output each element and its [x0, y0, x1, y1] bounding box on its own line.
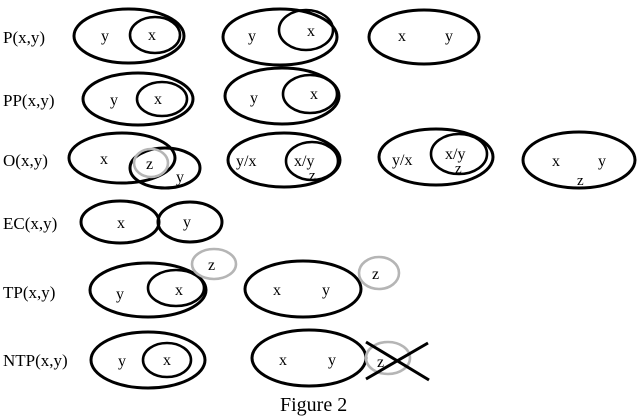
region-x: [281, 73, 339, 115]
var-y: y: [445, 28, 453, 45]
region-y: [377, 127, 495, 187]
region-y: [156, 200, 224, 244]
var-y: y: [176, 169, 184, 186]
var-z: z: [577, 173, 584, 189]
var-xy: x/y: [445, 146, 465, 163]
o-diagram-2: y/x x/y z: [226, 131, 342, 189]
var-yx: y/x: [392, 152, 412, 169]
ntp-diagram-1: y x: [89, 330, 207, 390]
var-x: x: [117, 215, 125, 232]
region-x: [284, 140, 340, 182]
row-label-pp: PP(x,y): [3, 91, 54, 110]
o-diagram-4: x y z: [521, 130, 637, 190]
region-y: [223, 66, 341, 126]
var-x: x: [307, 23, 315, 40]
ec-diagram-1: x y: [79, 199, 224, 245]
var-yx: y/x: [236, 153, 256, 170]
p-diagram-1: y x: [72, 7, 186, 65]
var-x: x: [175, 282, 183, 299]
region-xy: [243, 259, 363, 319]
var-y: y: [322, 282, 330, 299]
region-x: [146, 268, 206, 308]
region-z: [364, 340, 412, 376]
figure-caption: Figure 2: [280, 394, 347, 416]
o-diagram-1: x z y: [67, 131, 202, 190]
var-y: y: [101, 28, 109, 45]
var-y: y: [118, 353, 126, 370]
region-xy: [250, 328, 368, 388]
var-x: x: [148, 27, 156, 44]
var-z: z: [146, 156, 153, 173]
var-x: x: [154, 91, 162, 108]
var-xy: x/y: [294, 153, 314, 170]
var-y: y: [328, 352, 336, 369]
region-x: [429, 132, 489, 176]
region-z: [132, 147, 170, 179]
var-x: x: [279, 352, 287, 369]
var-z: z: [208, 257, 215, 274]
var-x: x: [273, 282, 281, 299]
pp-diagram-2: y x: [223, 66, 341, 126]
tp-diagram-2: x y z: [243, 255, 401, 319]
row-label-o: O(x,y): [3, 151, 48, 170]
var-x: x: [163, 352, 171, 369]
region-y: [128, 146, 202, 190]
row-label-p: P(x,y): [3, 28, 45, 47]
row-label-ntp: NTP(x,y): [3, 351, 68, 370]
p-diagram-3: x y: [367, 8, 481, 66]
p-diagram-2: y x: [221, 7, 339, 67]
region-x: [277, 8, 335, 52]
row-label-tp: TP(x,y): [3, 283, 55, 302]
var-y: y: [598, 153, 606, 170]
region-y: [89, 330, 207, 390]
region-x: [141, 341, 193, 379]
tp-diagram-1: y x z: [88, 247, 238, 319]
var-x: x: [552, 153, 560, 170]
var-y: y: [116, 286, 124, 303]
var-z: z: [377, 354, 384, 371]
region-y: [221, 7, 339, 67]
o-diagram-3: y/x x/y z: [377, 127, 495, 187]
pp-diagram-1: y x: [81, 71, 195, 127]
var-y: y: [183, 214, 191, 231]
region-xy: [367, 8, 481, 66]
var-z: z: [455, 161, 462, 177]
region-z: [357, 255, 401, 291]
var-y: y: [248, 28, 256, 45]
region-x: [67, 131, 177, 185]
region-x: [128, 15, 182, 55]
var-y: y: [110, 92, 118, 109]
cross-out-icon: [365, 341, 429, 381]
region-x: [135, 80, 189, 118]
row-label-ec: EC(x,y): [3, 214, 57, 233]
region-y: [88, 261, 208, 319]
ntp-diagram-2: x y z: [250, 328, 430, 388]
region-y: [72, 7, 186, 65]
var-z: z: [309, 168, 316, 184]
var-x: x: [100, 151, 108, 168]
var-y: y: [250, 90, 258, 107]
region-z: [190, 247, 238, 281]
region-y: [81, 71, 195, 127]
var-x: x: [398, 28, 406, 45]
region-xy: [521, 130, 637, 190]
region-y: [226, 131, 342, 189]
var-x: x: [310, 86, 318, 103]
var-z: z: [372, 266, 379, 283]
